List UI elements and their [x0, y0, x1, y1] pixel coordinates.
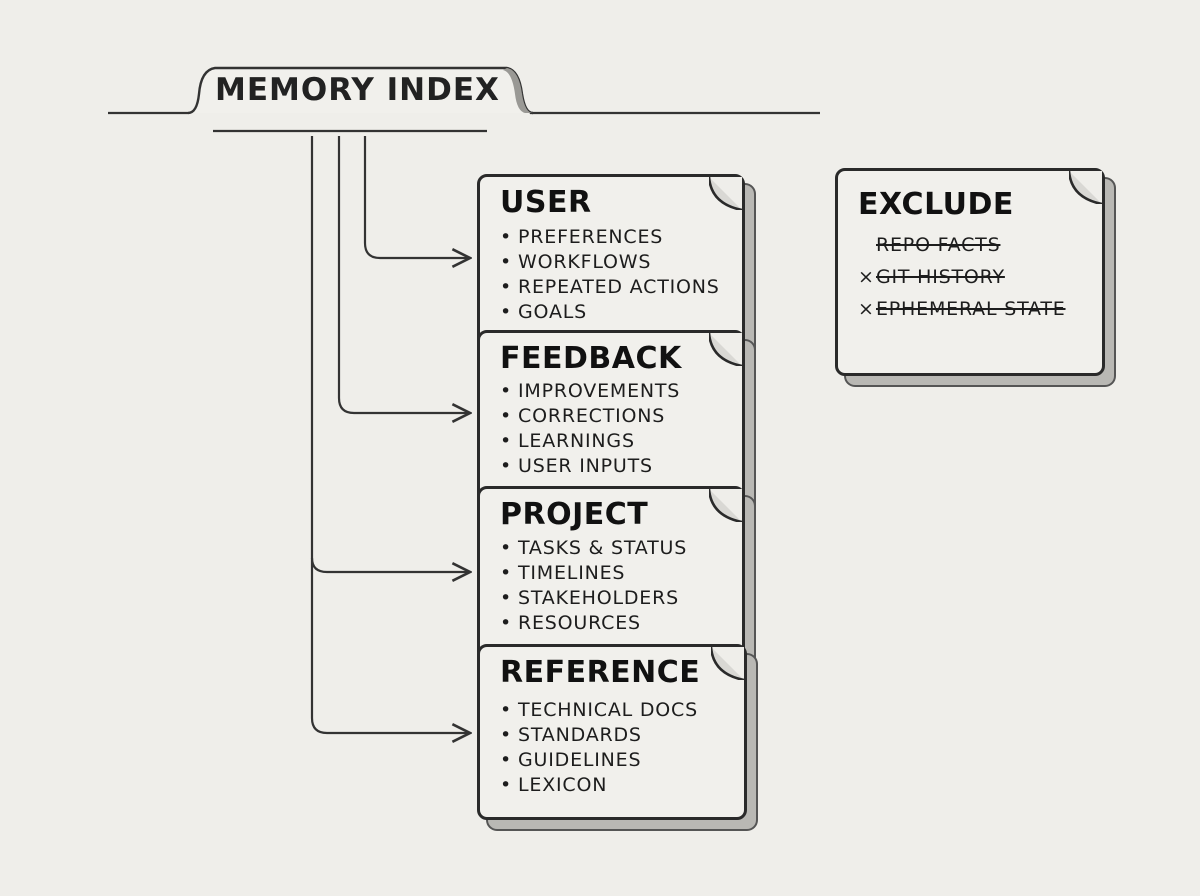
folded-corner-icon — [709, 176, 743, 210]
card-title: FEEDBACK — [500, 341, 682, 376]
exclude-list: REPO FACTS ×GIT HISTORY ×EPHEMERAL STATE — [858, 229, 1066, 325]
card-list: •TECHNICAL DOCS •STANDARDS •GUIDELINES •… — [500, 698, 698, 798]
folded-corner-icon — [709, 332, 743, 366]
list-item: •LEXICON — [500, 774, 608, 796]
connector-feedback — [337, 136, 470, 413]
card-feedback: FEEDBACK •IMPROVEMENTS •CORRECTIONS •LEA… — [477, 330, 745, 506]
card-title: REFERENCE — [500, 655, 701, 690]
list-item: •REPEATED ACTIONS — [500, 276, 720, 298]
card-title: EXCLUDE — [858, 187, 1014, 222]
list-item: •WORKFLOWS — [500, 251, 652, 273]
card-user: USER •PREFERENCES •WORKFLOWS •REPEATED A… — [477, 174, 745, 350]
page-title: MEMORY INDEX — [215, 72, 500, 108]
card-list: •TASKS & STATUS •TIMELINES •STAKEHOLDERS… — [500, 536, 687, 636]
list-item: •CORRECTIONS — [500, 405, 666, 427]
list-item: •PREFERENCES — [500, 226, 664, 248]
excluded-item: ×GIT HISTORY — [858, 261, 1066, 293]
title-tab — [187, 66, 534, 115]
folded-corner-icon — [711, 646, 745, 680]
connector-user — [363, 136, 470, 258]
connector-reference — [310, 558, 470, 733]
list-item: •STAKEHOLDERS — [500, 587, 679, 609]
card-list: •IMPROVEMENTS •CORRECTIONS •LEARNINGS •U… — [500, 379, 680, 479]
card-exclude: EXCLUDE REPO FACTS ×GIT HISTORY ×EPHEMER… — [835, 168, 1105, 376]
folded-corner-icon — [709, 488, 743, 522]
list-item: •GUIDELINES — [500, 749, 642, 771]
excluded-item: REPO FACTS — [876, 234, 1001, 256]
list-item: •STANDARDS — [500, 724, 642, 746]
card-project: PROJECT •TASKS & STATUS •TIMELINES •STAK… — [477, 486, 745, 662]
list-item: •GOALS — [500, 301, 587, 323]
list-item: •USER INPUTS — [500, 455, 653, 477]
list-item: •TASKS & STATUS — [500, 537, 688, 559]
list-item: •LEARNINGS — [500, 430, 635, 452]
card-list: •PREFERENCES •WORKFLOWS •REPEATED ACTION… — [500, 225, 720, 325]
list-item: •TECHNICAL DOCS — [500, 699, 698, 721]
x-mark-icon: × — [858, 298, 875, 320]
connector-project — [310, 136, 470, 572]
folded-corner-icon — [1069, 170, 1103, 204]
list-item: •RESOURCES — [500, 612, 641, 634]
card-reference: REFERENCE •TECHNICAL DOCS •STANDARDS •GU… — [477, 644, 747, 820]
x-mark-icon: × — [858, 266, 875, 288]
card-title: PROJECT — [500, 497, 649, 532]
card-title: USER — [500, 185, 592, 220]
list-item: •TIMELINES — [500, 562, 626, 584]
excluded-item: ×EPHEMERAL STATE — [858, 293, 1066, 325]
list-item: •IMPROVEMENTS — [500, 380, 681, 402]
